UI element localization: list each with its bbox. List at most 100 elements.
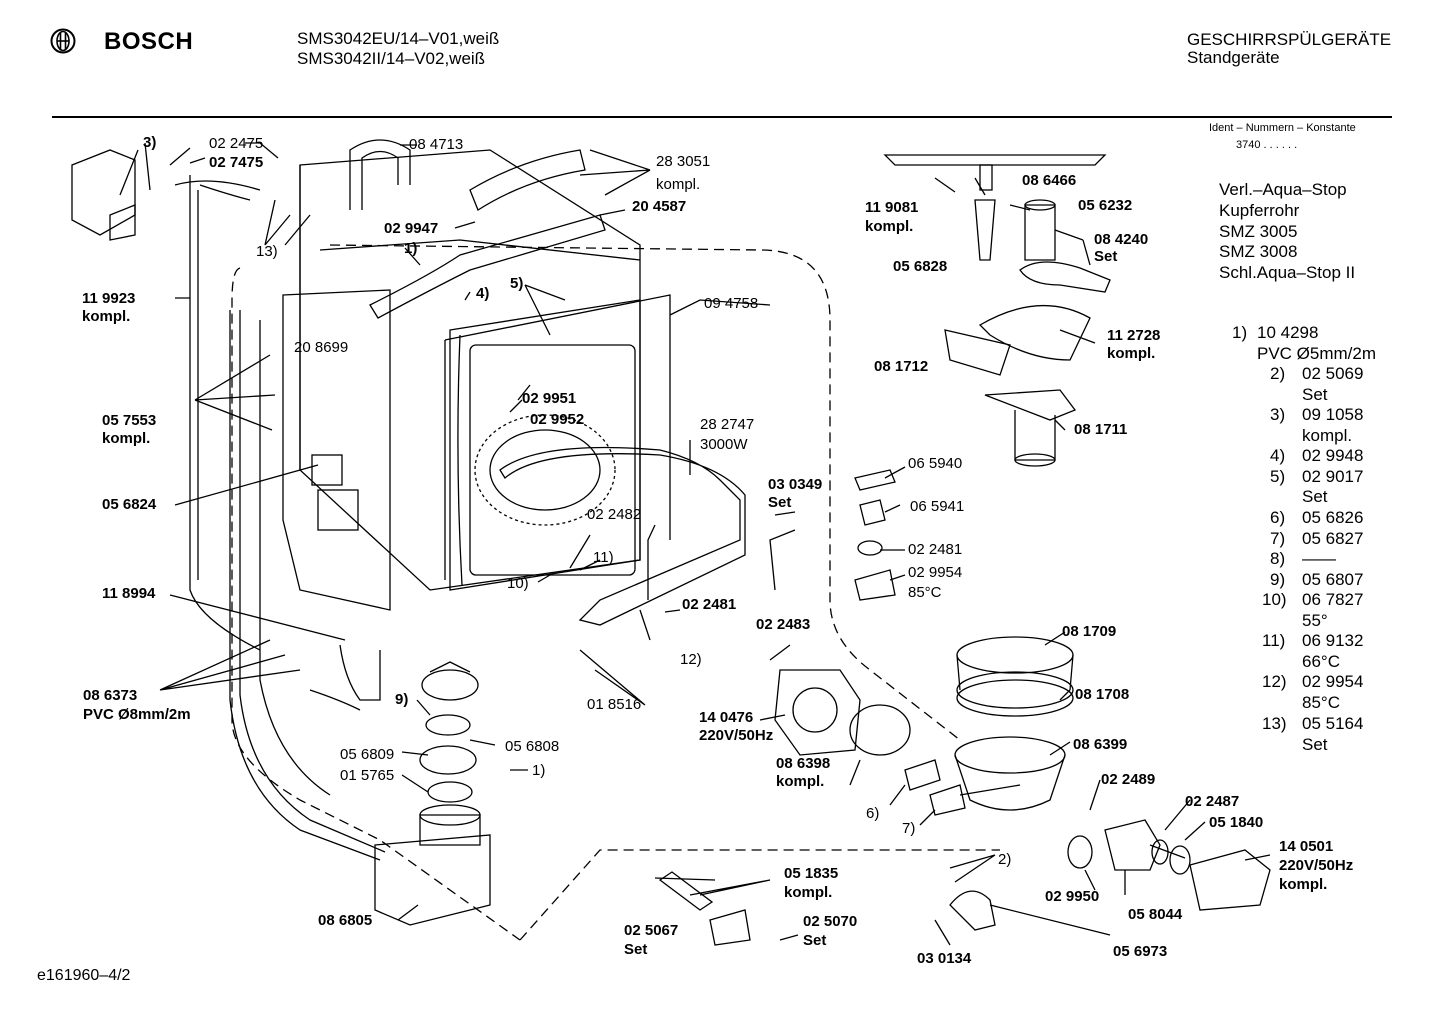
bosch-logo-icon [50,28,76,54]
part-label: 02 5067 [624,922,679,939]
part-label: 03 0134 [917,950,972,967]
brand-name: BOSCH [104,28,194,55]
footnote-value: Set [1302,385,1328,404]
part-label: 01 5765 [340,767,395,784]
part-label: 11 9081 [865,199,919,216]
part-label: 220V/50Hz [1279,857,1354,874]
footnote-value: 66°C [1302,652,1340,671]
part-label: 14 0501 [1279,838,1334,855]
category-title: GESCHIRRSPÜLGERÄTE [1187,30,1392,49]
part-label: 02 9954 [908,564,963,581]
part-label: 02 2487 [1185,793,1240,810]
part-label: 08 1711 [1074,421,1128,438]
footnote-number: 2) [1270,364,1286,383]
part-label: 08 4240 [1094,231,1149,248]
footnote-value: 05 6827 [1302,529,1364,548]
part-label: 12) [680,651,702,668]
part-label: 01 8516 [587,696,642,713]
footnote-number: 13) [1262,714,1287,733]
footnote-value: 02 9017 [1302,467,1364,486]
part-label: kompl. [784,884,833,901]
part-label: 3) [143,134,157,151]
part-label: 1) [532,762,546,779]
part-label: 02 2482 [587,506,642,523]
part-label: 02 7475 [209,154,264,171]
footnote-number: 8) [1270,549,1286,568]
footnote-value: 06 9132 [1302,631,1364,650]
part-label: 11 9923 [82,290,136,307]
footnote-number: 12) [1262,672,1287,691]
part-label: 9) [395,691,409,708]
footnote-value: 85°C [1302,693,1340,712]
ident-label: Ident – Nummern – Konstante [1209,122,1356,134]
part-label: 02 2481 [682,596,737,613]
part-label: 02 2489 [1101,771,1156,788]
footnote-value: 02 5069 [1302,364,1364,383]
part-label: 03 0349 [768,476,823,493]
part-label: 02 9952 [530,411,585,428]
note-smz3008: SMZ 3008 [1219,242,1298,261]
part-label: 02 2481 [908,541,963,558]
part-label: 11 2728 [1107,327,1161,344]
part-label: 02 9951 [522,390,577,407]
part-label: 02 2475 [209,135,264,152]
footnote-number: 10) [1262,590,1287,609]
model-line-2: SMS3042II/14–V02,weiß [297,49,486,68]
part-label: 14 0476 [699,709,754,726]
document-code: e161960–4/2 [37,967,131,984]
footnote-value: PVC Ø5mm/2m [1257,344,1377,363]
footnote-number: 11) [1262,631,1286,650]
part-label: kompl. [865,218,914,235]
footnote-value: Set [1302,735,1328,754]
part-label: 10) [507,575,529,592]
part-label: kompl. [1107,345,1156,362]
footnote-number: 1) [1232,323,1248,342]
footnote-number: 9) [1270,570,1286,589]
part-label: 08 6399 [1073,736,1128,753]
footnote-value: 02 9948 [1302,446,1364,465]
note-schl-aqua-stop: Schl.Aqua–Stop II [1219,263,1356,282]
part-label: 3000W [700,436,748,453]
footnote-number: 6) [1270,508,1286,527]
part-label: 28 2747 [700,416,755,433]
part-label: 08 4713 [409,136,464,153]
footnote-number: 4) [1270,446,1286,465]
part-label: 05 6828 [893,258,948,275]
model-line-1: SMS3042EU/14–V01,weiß [297,29,500,48]
part-label: 06 5940 [908,455,963,472]
part-label: 08 1709 [1062,623,1117,640]
part-label: 08 1712 [874,358,929,375]
part-label: 08 6466 [1022,172,1077,189]
part-label: 08 1708 [1075,686,1130,703]
part-label: 20 4587 [632,198,687,215]
part-label: kompl. [82,308,131,325]
part-label: 05 1835 [784,865,839,882]
footnote-value: 05 5164 [1302,714,1364,733]
part-label: PVC Ø8mm/2m [83,706,191,723]
part-label: Set [1094,248,1118,265]
part-label: 05 8044 [1128,906,1183,923]
part-label: 08 6373 [83,687,138,704]
footnote-value: —— [1302,549,1336,568]
part-label: 08 6398 [776,755,831,772]
part-label: 06 5941 [910,498,965,515]
part-label: 220V/50Hz [699,727,774,744]
part-label: 2) [998,851,1012,868]
part-label: 5) [510,275,524,292]
part-label: 02 9947 [384,220,439,237]
footnote-value: 05 6826 [1302,508,1364,527]
part-label: 7) [902,820,916,837]
part-label: 1) [404,240,418,257]
part-label: Set [624,941,648,958]
part-label: kompl. [1279,876,1328,893]
footnote-value: 09 1058 [1302,405,1364,424]
note-smz3005: SMZ 3005 [1219,222,1298,241]
part-label: 05 6973 [1113,943,1168,960]
part-label: 05 6232 [1078,197,1133,214]
part-label: 11) [593,549,614,566]
footnote-value: Set [1302,487,1328,506]
part-label: Set [803,932,827,949]
part-label: 05 1840 [1209,814,1264,831]
part-label: Set [768,494,792,511]
